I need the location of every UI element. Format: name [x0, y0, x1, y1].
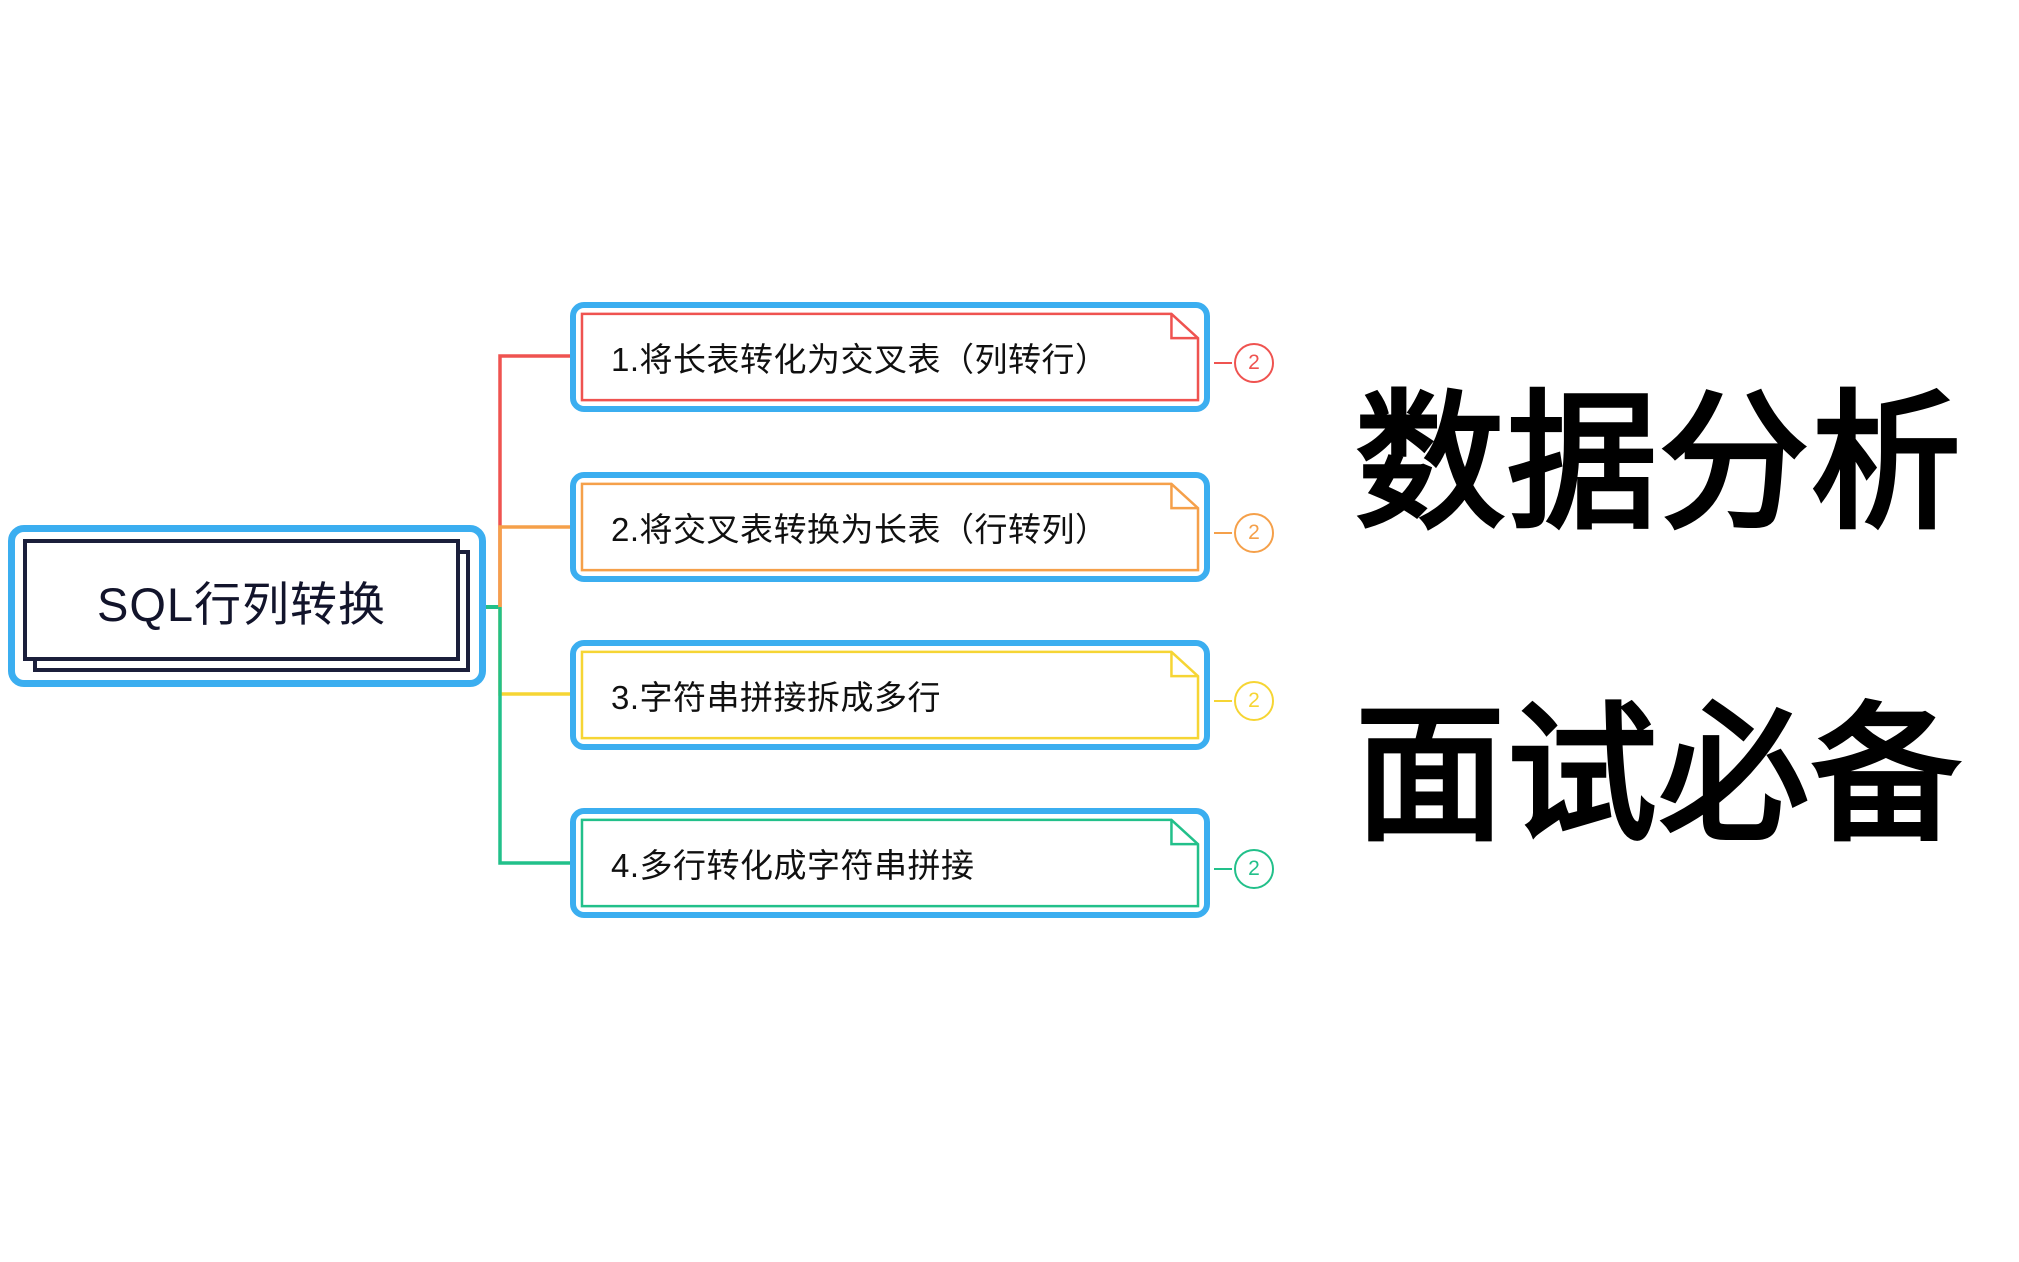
branch-node-4-label: 4.多行转化成字符串拼接 [611, 847, 975, 884]
branch-node-1-badge[interactable]: 2 [1234, 343, 1274, 383]
branch-node-3-badge-count: 2 [1248, 689, 1260, 712]
branch-node-3-label: 3.字符串拼接拆成多行 [611, 679, 942, 716]
branch-node-1-inner: 1.将长表转化为交叉表（列转行） [581, 313, 1199, 401]
branch-node-4-badge-count: 2 [1248, 857, 1260, 880]
folded-corner-icon [581, 483, 1199, 571]
branch-node-4[interactable]: 4.多行转化成字符串拼接 2 [570, 808, 1274, 918]
headline-line-1: 数据分析 [1355, 379, 1964, 547]
branch-node-1-badge-count: 2 [1248, 351, 1260, 374]
branch-node-2-badge-count: 2 [1248, 521, 1260, 544]
branch-node-1-badge-stub [1214, 362, 1232, 364]
branch-node-3-badge[interactable]: 2 [1234, 681, 1274, 721]
branch-node-2-badge[interactable]: 2 [1234, 513, 1274, 553]
folded-corner-icon [581, 819, 1199, 907]
folded-corner-icon [581, 651, 1199, 739]
root-node[interactable]: SQL行列转换 [8, 525, 486, 687]
branch-node-1-label: 1.将长表转化为交叉表（列转行） [611, 341, 1109, 378]
root-node-label: SQL行列转换 [96, 577, 387, 631]
branch-node-3-badge-stub [1214, 700, 1232, 702]
branch-node-4-badge-stub [1214, 868, 1232, 870]
branch-node-3[interactable]: 3.字符串拼接拆成多行 2 [570, 640, 1274, 750]
headline-line-2: 面试必备 [1355, 691, 1964, 859]
branch-node-2-label: 2.将交叉表转换为长表（行转列） [611, 511, 1109, 548]
branch-node-2[interactable]: 2.将交叉表转换为长表（行转列） 2 [570, 472, 1274, 582]
folded-corner-icon [581, 313, 1199, 401]
branch-node-4-inner: 4.多行转化成字符串拼接 [581, 819, 1199, 907]
branch-node-2-inner: 2.将交叉表转换为长表（行转列） [581, 483, 1199, 571]
root-node-card: SQL行列转换 [23, 539, 460, 661]
branch-node-3-inner: 3.字符串拼接拆成多行 [581, 651, 1199, 739]
branch-node-2-badge-stub [1214, 532, 1232, 534]
branch-node-4-badge[interactable]: 2 [1234, 849, 1274, 889]
branch-node-1[interactable]: 1.将长表转化为交叉表（列转行） 2 [570, 302, 1274, 412]
